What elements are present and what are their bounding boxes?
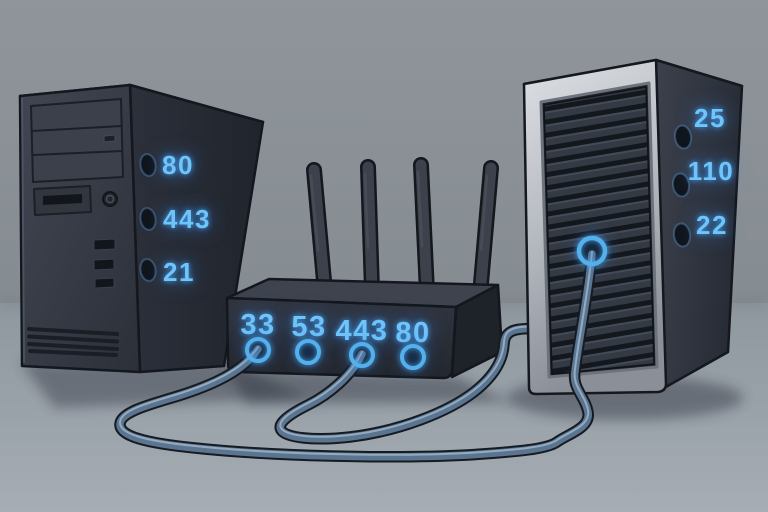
router-front-face: [225, 296, 458, 380]
router-port-label-33: 33: [240, 309, 275, 341]
antenna-3: [413, 157, 435, 300]
antenna-2: [360, 159, 380, 298]
tower-port-label-80: 80: [162, 150, 194, 180]
tower-port-label-443: 443: [163, 204, 211, 234]
tower-vents: [27, 327, 119, 357]
server-tower: 25 110 22: [522, 58, 744, 396]
antenna-4: [472, 160, 499, 303]
router-port-ring-53: [295, 339, 321, 365]
router-port-label-80: 80: [395, 317, 430, 349]
tower-drive-bays: [30, 98, 124, 183]
router-port-ring-443: [349, 342, 375, 368]
tower-usb-ports: [93, 238, 116, 289]
glow-port-rings: [245, 235, 608, 370]
tower-side-port-holes: [139, 153, 157, 282]
tower-floppy-drive: [33, 185, 92, 216]
server-port-label-25: 25: [694, 103, 726, 133]
power-button: [102, 191, 118, 207]
tower-port-label-21: 21: [163, 257, 195, 287]
router-port-label-443: 443: [336, 315, 389, 347]
wireless-router: 33 53 443 80: [225, 157, 504, 380]
tower-edge-highlight: [21, 97, 25, 364]
router-port-label-53: 53: [291, 311, 326, 343]
antenna-1: [306, 162, 333, 300]
server-front-port-ring: [576, 235, 608, 267]
eject-button: [103, 134, 116, 143]
server-vent-slats: [543, 86, 655, 375]
server-side-port-holes: [671, 124, 693, 248]
cable-router-33-to-server: [114, 248, 598, 463]
cable-router-443: [274, 322, 554, 445]
router-antennas: [306, 157, 499, 303]
router-port-ring-80: [400, 344, 426, 370]
router-port-ring-33: [245, 337, 271, 363]
server-port-label-110: 110: [688, 156, 734, 186]
server-port-label-22: 22: [696, 210, 728, 240]
